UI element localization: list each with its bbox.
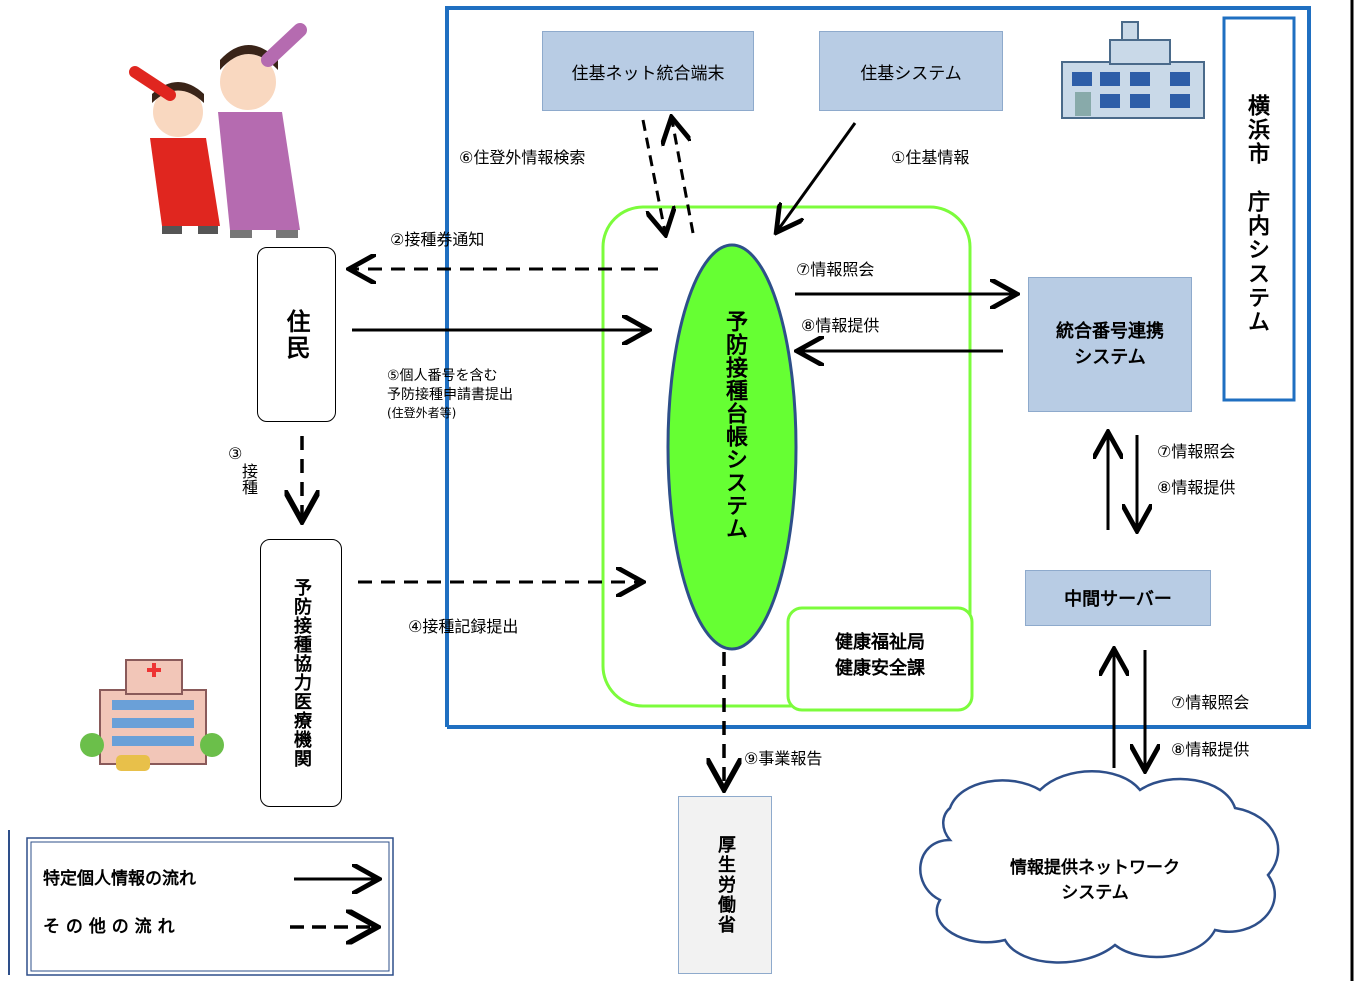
flow-7-label-b: ⑦情報照会: [1157, 442, 1236, 461]
flow-6-label: ⑥住登外情報検索: [459, 148, 586, 167]
medical-institution-box: 予防接種協力医療機関: [260, 539, 342, 807]
city-building-illustration: [1061, 21, 1205, 119]
juki-system-box: 住基システム: [819, 31, 1003, 111]
legend-other-label: そ の 他 の 流 れ: [43, 917, 175, 937]
ledger-ellipse: [666, 243, 798, 651]
resident-box: 住民: [257, 247, 336, 422]
flow-5-label: ⑤個人番号を含む 予防接種申請書提出 (住登外者等): [387, 368, 513, 420]
flow-8-label-c: ⑧情報提供: [1171, 740, 1250, 759]
network-cloud: [919, 770, 1280, 964]
flow-4-label: ④接種記録提出: [408, 617, 519, 636]
ledger-system-label: 予防接種台帳システム: [722, 310, 747, 540]
yokohama-frame: [1222, 16, 1296, 402]
health-safety-dept-label: 健康福祉局 健康安全課: [835, 632, 925, 680]
flow-8-label-a: ⑧情報提供: [801, 316, 880, 335]
legend-frame-inner: [30, 841, 390, 972]
flow-7-label-a: ⑦情報照会: [796, 260, 875, 279]
exercise-illustration: [129, 23, 307, 238]
middle-server-box: 中間サーバー: [1025, 570, 1211, 626]
legend-specific-label: 特定個人情報の流れ: [43, 869, 196, 889]
integrated-number-system-box: 統合番号連携 システム: [1028, 277, 1192, 412]
flow-2-label: ②接種券通知: [390, 230, 485, 249]
resident-label: 住民: [282, 308, 310, 361]
flow-7-label-c: ⑦情報照会: [1171, 693, 1250, 712]
mhlw-box: 厚生労働省: [678, 796, 772, 974]
juki-net-terminal-box: 住基ネット統合端末: [542, 31, 754, 111]
hospital-illustration: [80, 659, 224, 771]
city-frame: [445, 6, 1311, 729]
medical-institution-label: 予防接種協力医療機関: [291, 578, 312, 768]
flow-1-label: ①住基情報: [891, 148, 970, 167]
yokohama-system-label: 横浜市 庁内システム: [1244, 94, 1269, 334]
flow-3-label: 接種: [239, 463, 258, 495]
legend-frame-outer: [26, 837, 394, 976]
mhlw-label: 厚生労働省: [715, 835, 736, 935]
network-system-label: 情報提供ネットワーク システム: [1010, 858, 1180, 903]
flow-3-number: ③: [228, 444, 243, 463]
flow-9-label: ⑨事業報告: [744, 749, 823, 768]
dept-area: [786, 606, 974, 712]
flow-8-label-b: ⑧情報提供: [1157, 478, 1236, 497]
